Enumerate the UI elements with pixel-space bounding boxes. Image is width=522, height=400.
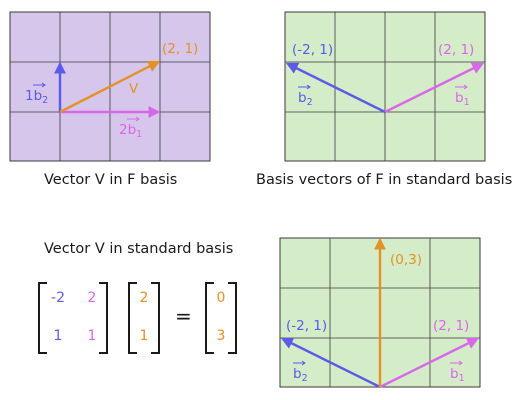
vector-cell: 2	[139, 290, 149, 306]
right-point-label: (2, 1)	[438, 42, 474, 58]
v-arrow	[59, 60, 161, 114]
basis-matrix: -2 2 1 1	[38, 282, 108, 354]
panel-basis-vectors: (-2, 1) (2, 1) b2 b1	[284, 11, 486, 162]
coordinate-vector: 2 1	[128, 282, 160, 354]
left-point-label: (-2, 1)	[292, 42, 333, 58]
left-point-label: (-2, 1)	[286, 318, 327, 334]
svg-text:b1: b1	[450, 366, 465, 384]
b1-label: b1	[450, 360, 465, 384]
svg-text:b1: b1	[455, 90, 470, 108]
matrix-cell: 1	[87, 328, 97, 344]
b1-arrow	[379, 337, 480, 389]
vector-cell: 1	[139, 328, 149, 344]
result-vector: 0 3	[205, 282, 237, 354]
svg-text:b2: b2	[293, 366, 308, 384]
panel-f-basis: (2, 1) V 1b2 2b1	[9, 11, 211, 162]
b2-label: 1b2	[25, 82, 48, 106]
b2-label: b2	[293, 360, 308, 384]
b1-label: b1	[455, 84, 470, 108]
svg-text:1b2: 1b2	[25, 88, 48, 106]
standard-basis-grid: (0,3) (-2, 1) (2, 1) b2 b1	[279, 237, 481, 389]
b1-label: 2b1	[119, 116, 142, 140]
f-basis-grid: (2, 1) V 1b2 2b1	[9, 11, 211, 162]
top-point-label: (0,3)	[390, 252, 422, 268]
matrix-cell: 1	[53, 328, 63, 344]
b1-arrow	[384, 62, 485, 114]
basis-vectors-grid: (-2, 1) (2, 1) b2 b1	[284, 11, 486, 162]
equals-sign: =	[175, 304, 192, 328]
svg-text:2b1: 2b1	[119, 122, 142, 140]
point-label: (2, 1)	[162, 41, 198, 57]
result-cell: 3	[216, 328, 226, 344]
svg-text:b2: b2	[298, 90, 313, 108]
caption-basis-vectors: Basis vectors of F in standard basis	[256, 172, 513, 188]
caption-standard-basis: Vector V in standard basis	[44, 241, 234, 257]
right-point-label: (2, 1)	[433, 318, 469, 334]
b2-arrow	[280, 337, 381, 389]
matrix-equation: -2 2 1 1 2 1 = 0 3	[30, 282, 250, 362]
panel-standard-basis: (0,3) (-2, 1) (2, 1) b2 b1	[279, 237, 481, 389]
caption-f-basis: Vector V in F basis	[44, 172, 178, 188]
matrix-cell: 2	[87, 290, 97, 306]
result-cell: 0	[216, 290, 226, 306]
b2-arrow	[285, 62, 386, 114]
matrix-cell: -2	[51, 290, 65, 306]
v-label: V	[129, 81, 139, 97]
b2-label: b2	[298, 84, 313, 108]
